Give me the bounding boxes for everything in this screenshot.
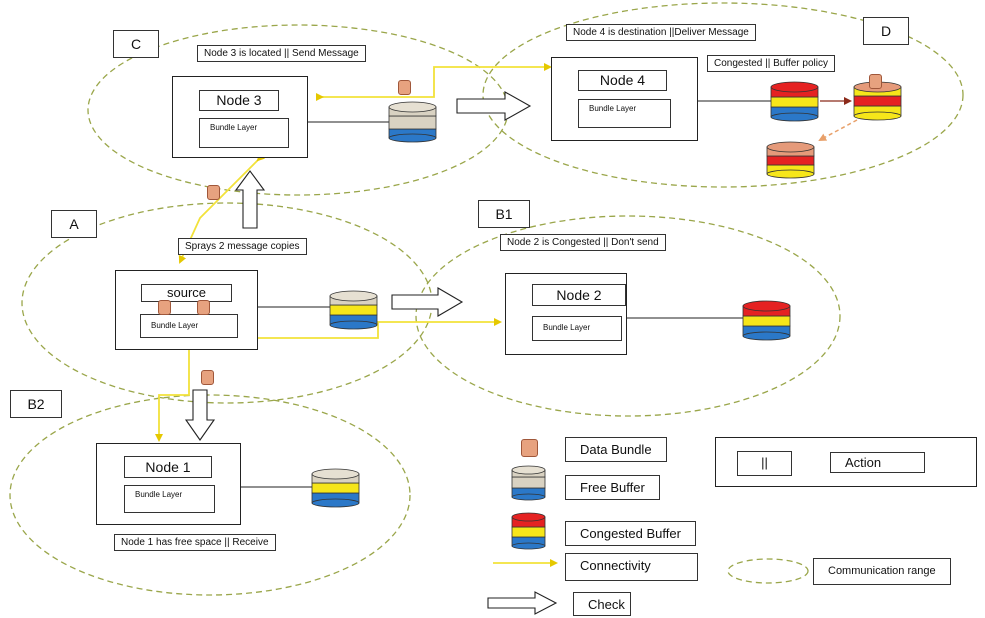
legend-check-label: Check — [573, 592, 631, 616]
region-label-b2: B2 — [10, 390, 62, 418]
bundle-icon — [207, 185, 220, 200]
legend-congested-buffer-label: Congested Buffer — [565, 521, 696, 546]
caption-node3: Node 3 is located || Send Message — [197, 45, 366, 62]
node4-box[interactable]: Node 4 Bundle Layer — [551, 57, 698, 141]
region-label-d: D — [863, 17, 909, 45]
caption-sprays: Sprays 2 message copies — [178, 238, 307, 255]
buffer-node2 — [742, 300, 791, 341]
source-box[interactable]: source Bundle Layer — [115, 270, 258, 350]
caption-node2: Node 2 is Congested || Don't send — [500, 234, 666, 251]
bundle-icon — [201, 370, 214, 385]
buffer-node3-free — [388, 101, 437, 143]
range-ellipse-b1 — [415, 215, 841, 417]
source-bundle-layer: Bundle Layer — [140, 314, 238, 338]
caption-node4: Node 4 is destination ||Deliver Message — [566, 24, 756, 41]
source-title: source — [141, 284, 232, 302]
buffer-node4-congested — [770, 81, 819, 122]
legend-action-box: || Action — [715, 437, 977, 487]
bundle-icon — [869, 74, 882, 89]
caption-congested: Congested || Buffer policy — [707, 55, 835, 72]
node2-bundle-layer: Bundle Layer — [532, 316, 622, 341]
check-arrow-node3-node4 — [456, 91, 532, 121]
node4-bundle-layer: Bundle Layer — [578, 99, 671, 128]
legend-range-icon — [727, 558, 809, 584]
legend-action-label: Action — [830, 452, 925, 473]
bundle-icon — [197, 300, 210, 315]
node1-title: Node 1 — [124, 456, 212, 478]
link-source-node2 — [243, 318, 502, 342]
check-arrow-down-to-node1 — [184, 389, 216, 441]
bundle-icon — [158, 300, 171, 315]
region-label-a: A — [51, 210, 97, 238]
node3-bundle-layer: Bundle Layer — [199, 118, 289, 148]
buffer-dropped — [766, 141, 815, 179]
buffer-node1 — [311, 468, 360, 508]
region-label-c: C — [113, 30, 159, 58]
region-label-b1: B1 — [478, 200, 530, 228]
link-source-node1 — [155, 340, 193, 442]
node4-title: Node 4 — [578, 70, 667, 91]
node1-box[interactable]: Node 1 Bundle Layer — [96, 443, 241, 525]
caption-node1: Node 1 has free space || Receive — [114, 534, 276, 551]
node2-title: Node 2 — [532, 284, 626, 306]
range-ellipse-b2 — [9, 394, 411, 596]
legend-free-buffer-icon — [511, 465, 546, 501]
legend-data-bundle-label: Data Bundle — [565, 437, 667, 462]
node3-title: Node 3 — [199, 90, 279, 111]
node1-bundle-layer: Bundle Layer — [124, 485, 215, 513]
link-node3-node4 — [316, 63, 552, 101]
legend-connectivity-label: Connectivity — [565, 553, 698, 581]
node3-box[interactable]: Node 3 Bundle Layer — [172, 76, 308, 158]
range-ellipse-d — [482, 2, 964, 188]
legend-congested-buffer-icon — [511, 512, 546, 550]
buffer-source — [329, 290, 378, 330]
legend-data-bundle-icon — [521, 439, 538, 457]
legend-communication-range-label: Communication range — [813, 558, 951, 585]
legend-separator-symbol: || — [737, 451, 792, 476]
legend-check-arrow — [487, 591, 558, 615]
check-arrow-up-to-node3 — [234, 170, 266, 229]
check-arrow-source-node2 — [391, 287, 464, 317]
legend-free-buffer-label: Free Buffer — [565, 475, 660, 500]
node2-box[interactable]: Node 2 Bundle Layer — [505, 273, 627, 355]
bundle-icon — [398, 80, 411, 95]
